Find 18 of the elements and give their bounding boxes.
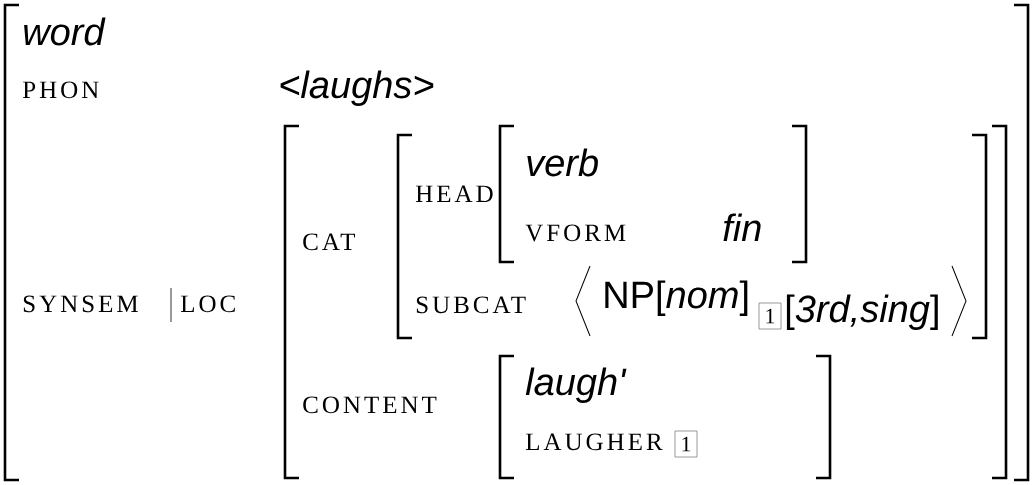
value-text: [3rd,sing]: [786, 294, 938, 330]
feature-name: LAUGHER: [525, 433, 663, 451]
tag-box: 1: [758, 302, 782, 330]
type-label: word: [24, 17, 106, 46]
type-label: verb: [527, 148, 598, 177]
feature-name: SUBCAT: [416, 296, 526, 314]
type-label: laugh': [525, 367, 627, 403]
feature-name: PHON: [22, 81, 99, 99]
value-text: <laughs>: [280, 70, 434, 106]
value-text: NP[nom]: [605, 280, 748, 316]
feature-name: CONTENT: [303, 396, 437, 414]
feature-name: SYNSEM: [23, 295, 138, 313]
feature-name: HEAD: [415, 185, 493, 203]
value-text: fin: [723, 213, 761, 241]
tag-box: 1: [674, 430, 698, 458]
feature-name: CAT: [303, 233, 355, 251]
feature-name: LOC: [180, 295, 235, 313]
feature-name: VFORM: [525, 224, 626, 242]
